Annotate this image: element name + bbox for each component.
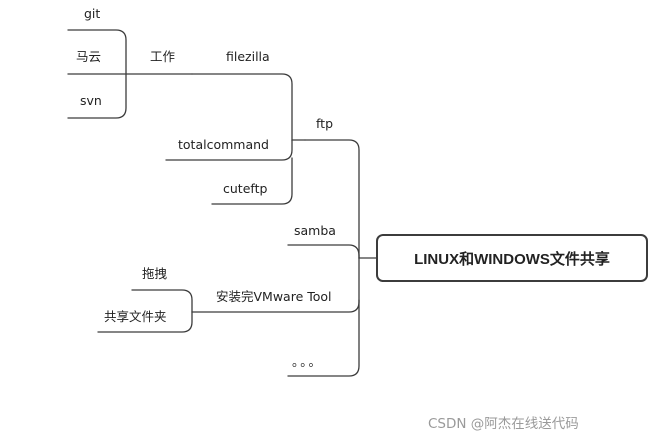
node-ftp[interactable]: ftp [316, 116, 334, 131]
connector-vmware-drag [131, 289, 193, 313]
node-cuteftp[interactable]: cuteftp [223, 181, 268, 196]
connector-ftp-filezilla [191, 73, 306, 141]
node-mayun[interactable]: 马云 [76, 49, 102, 64]
watermark-text: CSDN @阿杰在线送代码 [428, 416, 579, 432]
connector-root-ftp [304, 139, 378, 259]
root-node[interactable]: LINUX和WINDOWS文件共享 [376, 234, 648, 282]
connector-ftp-totalcommand [165, 139, 293, 161]
node-vmware-tool[interactable]: 安装完VMware Tool [216, 289, 332, 304]
connector-ftp-cuteftp [211, 157, 293, 205]
node-git[interactable]: git [84, 6, 101, 21]
node-drag[interactable]: 拖拽 [142, 266, 168, 281]
node-work[interactable]: 工作 [150, 49, 176, 64]
node-samba[interactable]: samba [294, 223, 336, 238]
connector-root-samba [287, 244, 360, 259]
connector-root-more [287, 299, 360, 377]
node-totalcommand[interactable]: totalcommand [178, 137, 269, 152]
node-more[interactable]: 。。。 [292, 354, 324, 369]
connector-vmware-shared [97, 311, 193, 333]
node-shared-folder[interactable]: 共享文件夹 [104, 309, 167, 324]
node-svn[interactable]: svn [80, 93, 102, 108]
connector-work-git [67, 29, 127, 75]
node-filezilla[interactable]: filezilla [226, 49, 270, 64]
root-node-label: LINUX和WINDOWS文件共享 [414, 250, 610, 268]
connector-work-svn [67, 73, 127, 119]
